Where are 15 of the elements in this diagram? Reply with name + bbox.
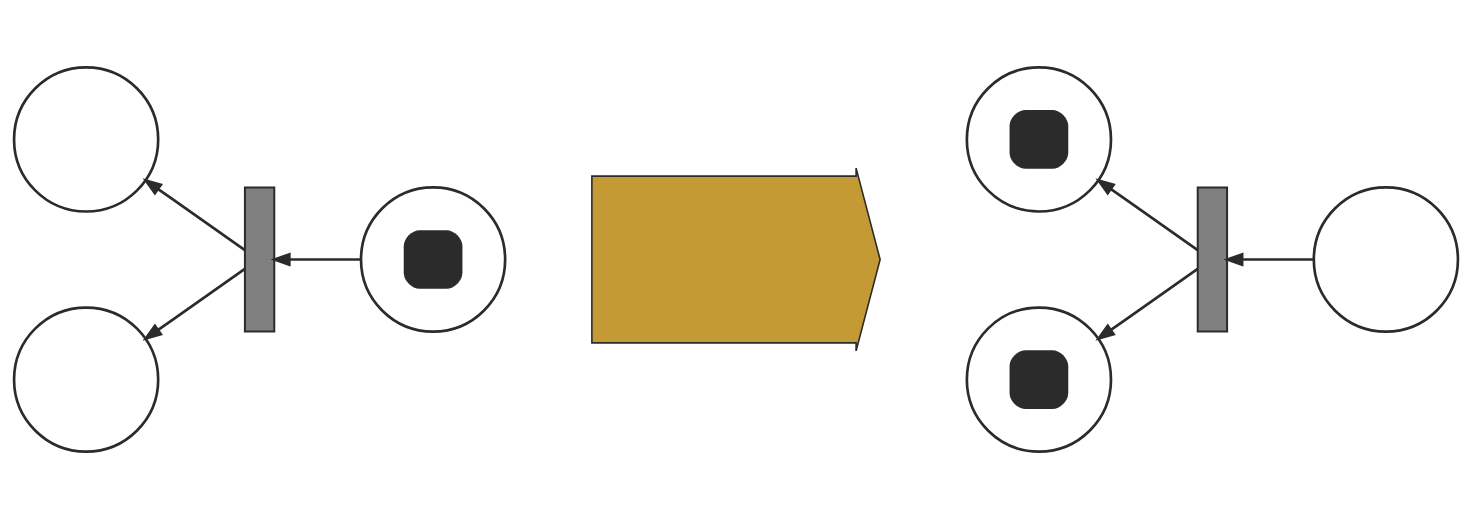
node-target [965,305,1113,453]
node-circle [1312,185,1460,333]
arrow [142,267,246,341]
arrow [1095,267,1199,341]
arrow [1095,177,1199,251]
arrow [270,251,361,267]
node-circle [12,65,160,213]
node-target [965,65,1113,213]
arrow [1223,251,1314,267]
node-bar [243,185,276,333]
arrow [142,177,246,251]
node-circle [12,305,160,453]
node-arrow [591,166,881,352]
node-bar [1196,185,1229,333]
node-target [359,185,507,333]
